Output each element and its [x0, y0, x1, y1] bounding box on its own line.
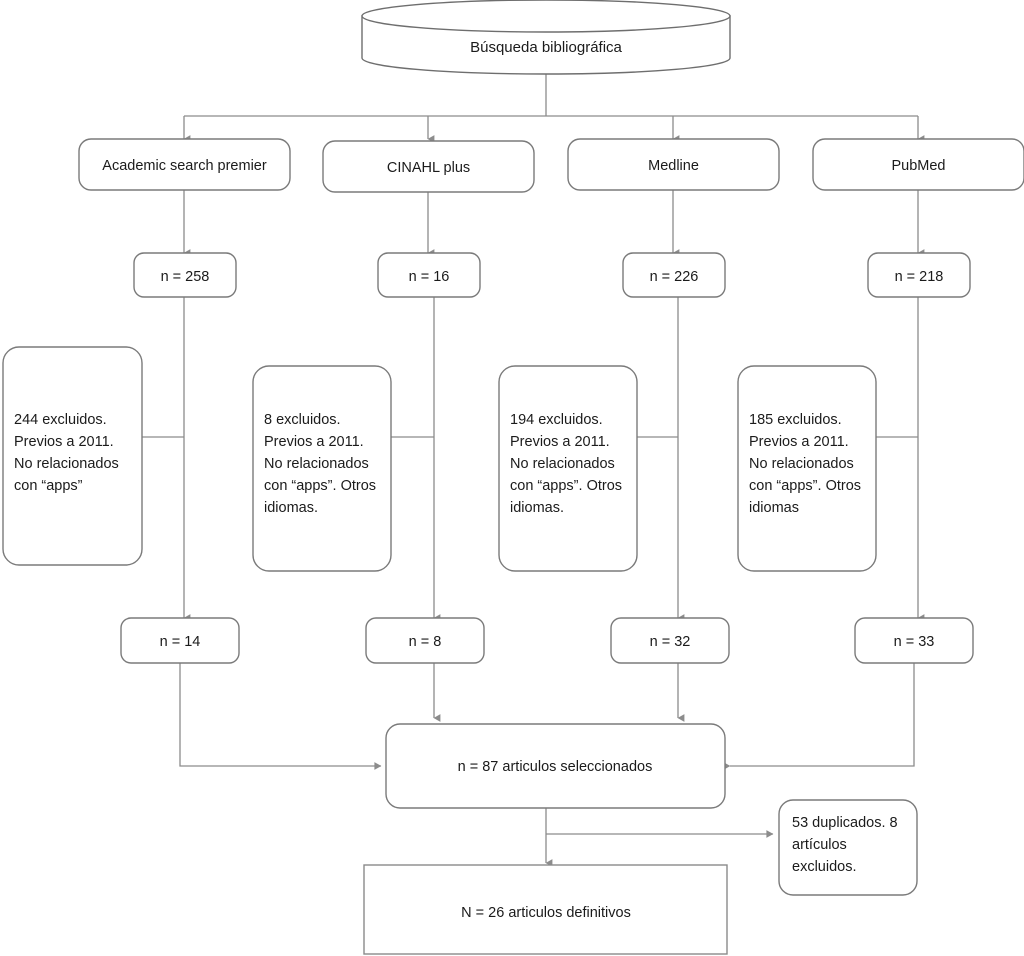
node-remaining-medline[interactable]: n = 32	[610, 617, 730, 664]
exclusion-pubmed-line-4: con “apps”. Otros	[749, 478, 861, 494]
node-exclusion-medline[interactable]: 194 excluidos. Previos a 2011. No relaci…	[498, 365, 638, 572]
exclusion-medline-line-5: idiomas.	[510, 500, 564, 516]
node-remaining-academic[interactable]: n = 14	[120, 617, 240, 664]
count-label-pubmed: n = 218	[895, 269, 944, 285]
node-exclusion-cinahl[interactable]: 8 excluidos. Previos a 2011. No relacion…	[252, 365, 392, 572]
exclusion-cinahl-line-2: Previos a 2011.	[264, 434, 364, 450]
database-label-medline: Medline	[648, 158, 699, 174]
duplicates-line-1: 53 duplicados. 8	[792, 815, 898, 831]
connector-remaining-academic-to-selected	[179, 663, 382, 770]
exclusion-medline-line-3: No relacionados	[510, 456, 615, 472]
exclusion-medline-line-2: Previos a 2011.	[510, 434, 610, 450]
exclusion-pubmed-line-2: Previos a 2011.	[749, 434, 849, 450]
remaining-label-academic: n = 14	[160, 634, 201, 650]
node-duplicates-excluded[interactable]: 53 duplicados. 8 artículos excluidos.	[778, 799, 918, 896]
node-database-academic-search-premier[interactable]: Academic search premier	[78, 138, 291, 191]
database-label-pubmed: PubMed	[891, 158, 945, 174]
node-remaining-pubmed[interactable]: n = 33	[854, 617, 974, 664]
exclusion-academic-line-2: Previos a 2011.	[14, 434, 114, 450]
exclusion-medline-line-1: 194 excluidos.	[510, 412, 603, 428]
node-source-cylinder[interactable]: Búsqueda bibliográfica	[361, 0, 731, 75]
node-exclusion-academic[interactable]: 244 excluidos. Previos a 2011. No relaci…	[2, 346, 143, 566]
exclusion-academic-line-4: con “apps”	[14, 478, 83, 494]
node-final-articles[interactable]: N = 26 articulos definitivos	[363, 864, 728, 955]
final-label: N = 26 articulos definitivos	[461, 905, 631, 921]
exclusion-cinahl-line-1: 8 excluidos.	[264, 412, 341, 428]
node-count-medline[interactable]: n = 226	[622, 252, 726, 298]
node-database-pubmed[interactable]: PubMed	[812, 138, 1024, 191]
count-label-cinahl: n = 16	[409, 269, 450, 285]
remaining-label-pubmed: n = 33	[894, 634, 935, 650]
duplicates-line-2: artículos	[792, 837, 847, 853]
connector-layer	[135, 71, 925, 867]
node-exclusion-pubmed[interactable]: 185 excluidos. Previos a 2011. No relaci…	[737, 365, 877, 572]
count-label-academic: n = 258	[161, 269, 210, 285]
remaining-label-cinahl: n = 8	[409, 634, 442, 650]
database-label-academic: Academic search premier	[102, 158, 267, 174]
node-count-academic[interactable]: n = 258	[133, 252, 237, 298]
exclusion-cinahl-line-4: con “apps”. Otros	[264, 478, 376, 494]
node-selected-articles[interactable]: n = 87 articulos seleccionados	[385, 723, 726, 809]
count-label-medline: n = 226	[650, 269, 699, 285]
node-database-cinahl-plus[interactable]: CINAHL plus	[322, 140, 535, 193]
source-label: Búsqueda bibliográfica	[470, 39, 622, 56]
database-label-cinahl: CINAHL plus	[387, 160, 470, 176]
node-count-pubmed[interactable]: n = 218	[867, 252, 971, 298]
node-database-medline[interactable]: Medline	[567, 138, 780, 191]
exclusion-cinahl-line-3: No relacionados	[264, 456, 369, 472]
selected-label: n = 87 articulos seleccionados	[458, 759, 653, 775]
exclusion-pubmed-line-1: 185 excluidos.	[749, 412, 842, 428]
exclusion-academic-line-3: No relacionados	[14, 456, 119, 472]
remaining-label-medline: n = 32	[650, 634, 691, 650]
exclusion-academic-line-1: 244 excluidos.	[14, 412, 107, 428]
node-count-cinahl[interactable]: n = 16	[377, 252, 481, 298]
exclusion-pubmed-line-3: No relacionados	[749, 456, 854, 472]
exclusion-medline-line-4: con “apps”. Otros	[510, 478, 622, 494]
exclusion-pubmed-line-5: idiomas	[749, 500, 799, 516]
node-remaining-cinahl[interactable]: n = 8	[365, 617, 485, 664]
exclusion-cinahl-line-5: idiomas.	[264, 500, 318, 516]
duplicates-line-3: excluidos.	[792, 859, 856, 875]
connector-remaining-pubmed-to-selected	[723, 663, 915, 770]
